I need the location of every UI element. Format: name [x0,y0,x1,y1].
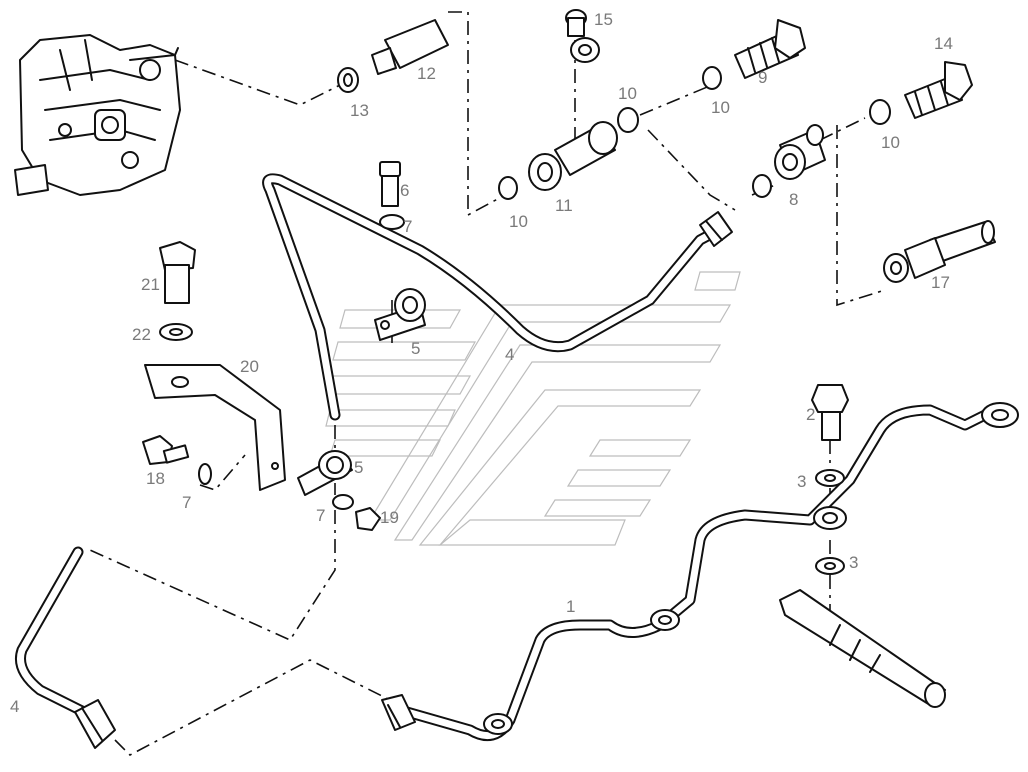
callout-4b: 4 [10,697,19,716]
callout-10a: 10 [618,84,637,103]
callout-10b: 10 [711,98,730,117]
callout-19: 19 [380,508,399,527]
callout-18: 18 [146,469,165,488]
injection-pipe-upper [262,173,733,421]
bracket-20 [142,241,286,491]
callout-11: 11 [555,196,573,215]
callout-15: 15 [594,10,613,29]
fitting-12 [337,19,449,93]
callout-8: 8 [789,190,798,209]
callout-5a: 5 [411,339,420,358]
callout-labels: 1 2 3 3 4 4 5 5 6 7 7 7 8 9 10 10 10 10 … [10,10,953,716]
callout-13: 13 [350,101,369,120]
callout-4a: 4 [505,345,514,364]
callout-14: 14 [934,34,953,53]
banjo-fitting-11 [498,9,639,200]
hose-17 [883,220,996,283]
injector-nozzle [779,589,946,708]
callout-3b: 3 [849,553,858,572]
clamp-5-upper [374,161,426,341]
injection-pump [14,34,181,196]
return-pipe [381,402,1019,742]
clamp-5-lower [297,450,381,531]
callout-9: 9 [758,68,767,87]
banjo-bolt-2 [811,384,849,575]
callout-21: 21 [141,275,160,294]
callout-22: 22 [132,325,151,344]
callout-2: 2 [806,405,815,424]
callout-17: 17 [931,273,950,292]
callout-10c: 10 [509,212,528,231]
bolt-14 [869,61,973,125]
callout-12: 12 [417,64,436,83]
callout-3a: 3 [797,472,806,491]
injection-pipe-lower [15,546,116,749]
watermark-logo [325,271,741,546]
callout-1: 1 [566,597,575,616]
callout-10d: 10 [881,133,900,152]
callout-7a: 7 [403,217,412,236]
callout-6: 6 [400,181,409,200]
callout-7b: 7 [182,493,191,512]
callout-7c: 7 [316,506,325,525]
banjo-bolt-9 [702,19,806,90]
callout-5b: 5 [354,458,363,477]
banjo-fitting-8 [752,124,826,198]
callout-20: 20 [240,357,259,376]
